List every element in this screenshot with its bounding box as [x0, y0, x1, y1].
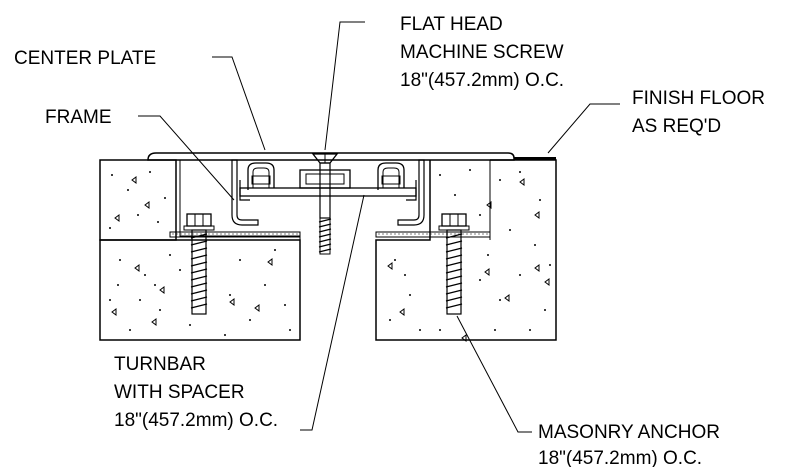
concrete-block-upper-left	[99, 159, 177, 241]
label-finish-floor-line1: FINISH FLOOR	[632, 88, 765, 109]
leader-lines	[138, 21, 620, 433]
concrete-block-lower-left	[99, 239, 301, 341]
label-flat-head-line3: 18"(457.2mm) O.C.	[400, 70, 564, 91]
spring-clip-left	[247, 162, 275, 190]
leader-frame	[138, 115, 235, 201]
masonry-anchor-left	[183, 213, 215, 315]
masonry-anchor-right	[438, 213, 470, 315]
center-plate	[147, 152, 515, 161]
concrete-block-right	[375, 159, 557, 341]
leader-flat-head	[324, 21, 365, 151]
label-frame: FRAME	[45, 107, 112, 128]
label-flat-head-line1: FLAT HEAD	[400, 14, 503, 35]
concrete-aggregate-left	[109, 171, 291, 336]
label-turnbar-line2: WITH SPACER	[114, 382, 245, 403]
label-center-plate: CENTER PLATE	[14, 48, 156, 69]
label-masonry-anchor-line2: 18"(457.2mm) O.C.	[538, 448, 702, 467]
label-finish-floor-line2: AS REQ'D	[632, 116, 721, 137]
label-flat-head-line2: MACHINE SCREW	[400, 42, 564, 63]
turnbar-with-spacer	[239, 169, 417, 197]
flat-head-machine-screw	[311, 153, 339, 255]
leader-finish-floor	[547, 103, 620, 154]
frame-right	[375, 159, 491, 238]
finish-floor-strip	[514, 157, 556, 160]
label-turnbar-line1: TURNBAR	[114, 354, 206, 375]
leader-center-plate	[212, 56, 266, 151]
label-masonry-anchor-line1: MASONRY ANCHOR	[538, 422, 720, 443]
leader-masonry-anchor	[456, 315, 532, 433]
label-turnbar-line3: 18"(457.2mm) O.C.	[114, 410, 278, 431]
concrete-aggregate-right	[389, 169, 551, 331]
spring-clip-right	[377, 162, 405, 190]
frame-left	[169, 159, 301, 241]
leader-turnbar	[300, 194, 365, 431]
